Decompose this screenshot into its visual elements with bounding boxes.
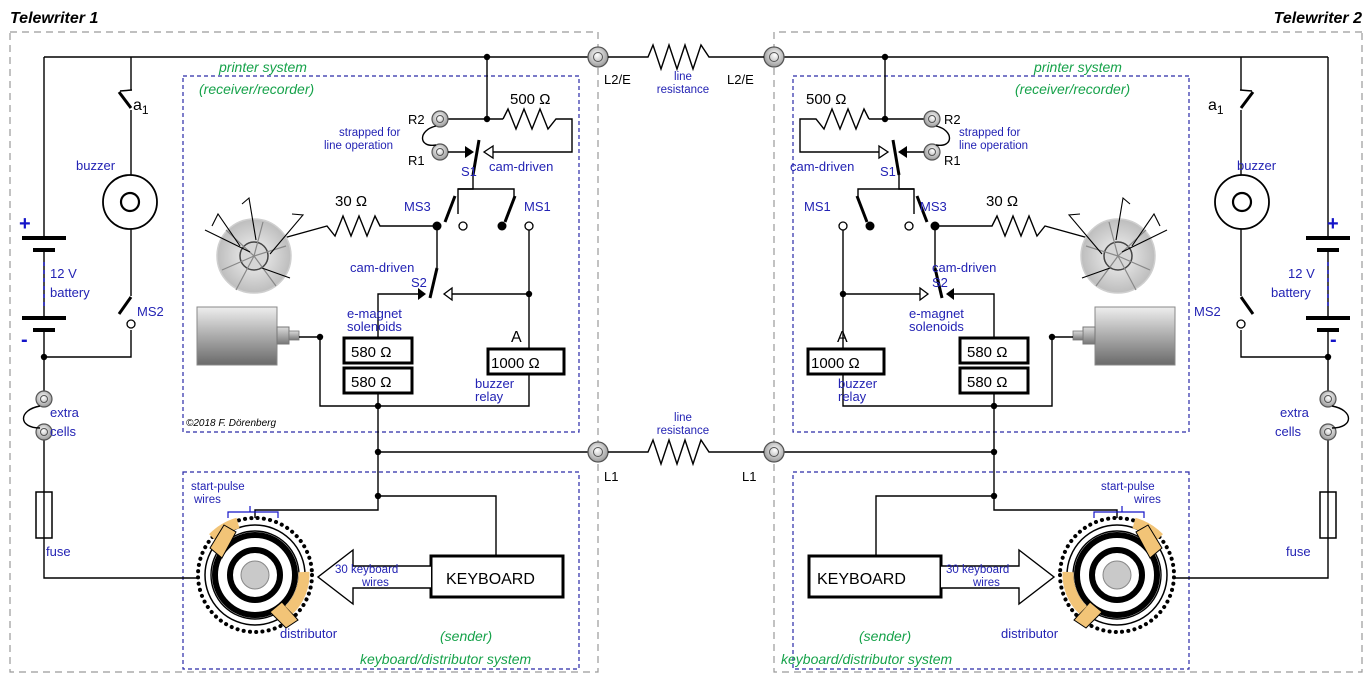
line-resistance-label-bottom-2: resistance (657, 425, 709, 437)
keyboard-wires-label-2: wires (361, 577, 389, 589)
buzzer-relay-label-2: relay (475, 389, 504, 404)
relay-1000-resistance: 1000 Ω (491, 355, 540, 372)
sender-label: (sender) (859, 628, 911, 644)
distributor-label: distributor (280, 626, 338, 641)
battery-plus: + (19, 213, 31, 235)
resistor-30-label: 30 Ω (986, 193, 1018, 210)
strapped-label-2: line operation (959, 140, 1028, 152)
start-pulse-label-2: wires (1133, 494, 1161, 506)
ms1-label: MS1 (524, 199, 551, 214)
distributor-label: distributor (1001, 626, 1059, 641)
printer-system-label: printer system (1033, 59, 1122, 75)
keyboard-system-label: keyboard/distributor system (360, 651, 532, 667)
keyboard-wires-label-2: wires (972, 577, 1000, 589)
keyboard-wires-label-1: 30 keyboard (946, 564, 1009, 576)
battery-label: battery (1271, 285, 1311, 300)
battery-label: battery (50, 285, 90, 300)
ms1-label: MS1 (804, 199, 831, 214)
l1-left-label: L1 (604, 469, 618, 484)
extra-cells-label-1: extra (50, 405, 80, 420)
s2-label: S2 (932, 275, 948, 290)
relay-a-label: A (837, 329, 848, 346)
r1-label: R1 (944, 153, 961, 168)
solenoid-2-resistance: 580 Ω (967, 374, 1007, 391)
receiver-recorder-label: (receiver/recorder) (1015, 81, 1130, 97)
strapped-label-1: strapped for (959, 127, 1021, 139)
resistor-500-label: 500 Ω (510, 91, 550, 108)
solenoid-2-resistance: 580 Ω (351, 374, 391, 391)
battery-minus: - (1330, 329, 1337, 351)
buzzer-relay-label-2: relay (838, 389, 867, 404)
keyboard-system-label: keyboard/distributor system (781, 651, 953, 667)
line-resistance-bottom (608, 437, 764, 467)
extra-cells-label-2: cells (50, 424, 77, 439)
battery-plus: + (1327, 213, 1339, 235)
s2-label: S2 (411, 275, 427, 290)
relay-1000-resistance: 1000 Ω (811, 355, 860, 372)
keyboard-wires-label-1: 30 keyboard (335, 564, 398, 576)
extra-cells-label-2: cells (1275, 424, 1302, 439)
telewriter-2-labels: printer system (receiver/recorder) 500 Ω… (781, 59, 1339, 667)
resistor-30-label: 30 Ω (335, 193, 367, 210)
printer-system-label: printer system (218, 59, 307, 75)
ms3-label: MS3 (404, 199, 431, 214)
line-resistance-label-top-2: resistance (657, 84, 709, 96)
start-pulse-label-1: start-pulse (1101, 481, 1155, 493)
keyboard-label: KEYBOARD (817, 571, 906, 588)
ms2-label: MS2 (1194, 304, 1221, 319)
s1-label: S1 (461, 164, 477, 179)
battery-voltage-label: 12 V (50, 266, 77, 281)
s1-cam-driven-label: cam-driven (790, 159, 854, 174)
emagnet-label-2: solenoids (347, 319, 402, 334)
emagnet-label-1: e-magnet (909, 306, 964, 321)
s2-cam-driven-label: cam-driven (350, 260, 414, 275)
ms3-label: MS3 (920, 199, 947, 214)
buzzer-label: buzzer (76, 158, 116, 173)
l2e-right-label: L2/E (727, 72, 754, 87)
copyright-label: ©2018 F. Dörenberg (186, 418, 276, 429)
battery-voltage-label: 12 V (1288, 266, 1315, 281)
strapped-label-2: line operation (324, 140, 393, 152)
a1-switch-label: a1 (1208, 97, 1224, 117)
start-pulse-label-2: wires (193, 494, 221, 506)
strapped-label-1: strapped for (339, 127, 401, 139)
sender-label: (sender) (440, 628, 492, 644)
start-pulse-label-1: start-pulse (191, 481, 245, 493)
s2-cam-driven-label: cam-driven (932, 260, 996, 275)
line-resistance-label-bottom-1: line (674, 412, 692, 424)
s1-cam-driven-label: cam-driven (489, 159, 553, 174)
relay-a-label: A (511, 329, 522, 346)
solenoid-1-resistance: 580 Ω (351, 344, 391, 361)
l1-right-label: L1 (742, 469, 756, 484)
line-resistance-label-top-1: line (674, 71, 692, 83)
l2e-left-label: L2/E (604, 72, 631, 87)
receiver-recorder-label: (receiver/recorder) (199, 81, 314, 97)
fuse-label: fuse (1286, 544, 1311, 559)
keyboard-label: KEYBOARD (446, 571, 535, 588)
s1-label: S1 (880, 164, 896, 179)
solenoid-1-resistance: 580 Ω (967, 344, 1007, 361)
ms2-label: MS2 (137, 304, 164, 319)
extra-cells-label-1: extra (1280, 405, 1310, 420)
fuse-label: fuse (46, 544, 71, 559)
buzzer-relay-label-1: buzzer (475, 376, 515, 391)
emagnet-label-2: solenoids (909, 319, 964, 334)
battery-minus: - (21, 329, 28, 351)
resistor-500-label: 500 Ω (806, 91, 846, 108)
telewriter-2-title: Telewriter 2 (1274, 10, 1362, 27)
r2-label: R2 (408, 112, 425, 127)
line-resistance-top (608, 42, 764, 72)
a1-switch-label: a1 (133, 97, 149, 117)
r1-label: R1 (408, 153, 425, 168)
telewriter-1-labels: printer system (receiver/recorder) 500 Ω… (19, 59, 553, 667)
r2-label: R2 (944, 112, 961, 127)
emagnet-label-1: e-magnet (347, 306, 402, 321)
buzzer-label: buzzer (1237, 158, 1277, 173)
buzzer-relay-label-1: buzzer (838, 376, 878, 391)
telewriter-1-title: Telewriter 1 (10, 10, 98, 27)
